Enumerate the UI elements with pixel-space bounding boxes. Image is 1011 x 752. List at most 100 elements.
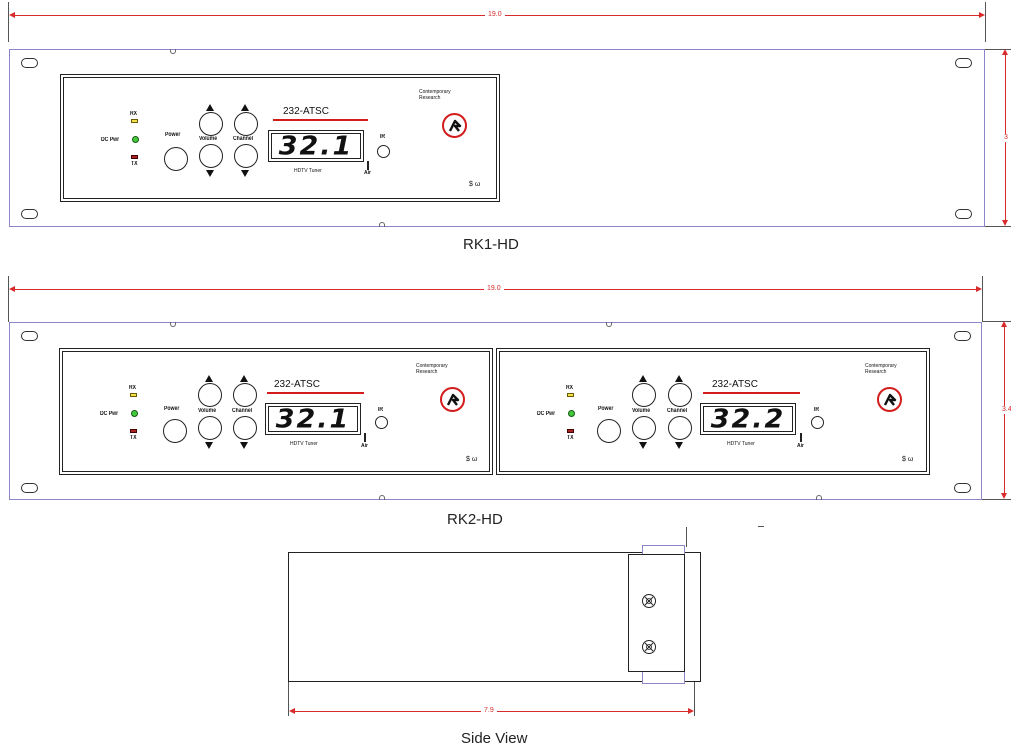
display-value: 32.1 [278, 131, 354, 161]
volume-down-button[interactable] [632, 416, 656, 440]
dim-arrow-icon [1002, 220, 1008, 226]
dim-arrow-icon [9, 286, 15, 292]
volume-down-button[interactable] [198, 416, 222, 440]
air-label: Air [361, 443, 368, 449]
channel-display: 32.1 [268, 130, 364, 162]
dim-ext-bottom-rk1 [985, 226, 1011, 227]
mount-hole [21, 331, 38, 341]
air-label: Air [364, 170, 371, 176]
channel-up-icon [241, 104, 249, 111]
rx-label: RX [129, 385, 137, 391]
module-mark: $ ω [469, 181, 481, 188]
channel-up-icon [675, 375, 683, 382]
volume-up-button[interactable] [198, 383, 222, 407]
air-indicator [800, 433, 802, 442]
dim-arrow-icon [9, 12, 15, 18]
rack-notch [606, 322, 612, 327]
mount-hole [21, 483, 38, 493]
screw-icon [642, 594, 656, 608]
ir-label: IR [814, 407, 820, 413]
dc-pwr-label: DC Pwr [100, 411, 119, 417]
model-label: 232-ATSC [283, 106, 329, 117]
air-label: Air [797, 443, 804, 449]
mount-hole [954, 331, 971, 341]
volume-down-icon [639, 442, 647, 449]
power-label: Power [164, 406, 180, 412]
maker-line-2: Research [865, 369, 887, 375]
power-button[interactable] [163, 419, 187, 443]
channel-up-button[interactable] [668, 383, 692, 407]
model-underline [267, 392, 364, 394]
tuner-label: HDTV Tuner [727, 441, 755, 447]
channel-up-button[interactable] [234, 112, 258, 136]
power-label: Power [598, 406, 614, 412]
side-view-rack-ear [628, 554, 685, 672]
tx-led-icon [131, 155, 138, 159]
dim-ext-left-side [288, 682, 289, 716]
dim-label-height-rk1: 3 [1001, 134, 1011, 142]
dim-ext-right-side [694, 682, 695, 716]
dim-label-height-rk2: 3.4 [999, 406, 1011, 414]
dim-arrow-icon [1001, 493, 1007, 499]
volume-down-icon [205, 442, 213, 449]
volume-down-button[interactable] [199, 144, 223, 168]
channel-display: 32.2 [700, 403, 796, 435]
channel-down-button[interactable] [234, 144, 258, 168]
model-underline [273, 119, 368, 121]
volume-label: Volume [198, 408, 217, 414]
tx-led-icon [567, 429, 574, 433]
rx-label: RX [130, 111, 138, 117]
dim-ext-right-rk2 [982, 276, 983, 322]
maker-name: Contemporary Research [419, 89, 469, 101]
rack-notch [379, 495, 385, 500]
channel-down-button[interactable] [233, 416, 257, 440]
mount-hole [954, 483, 971, 493]
channel-display: 32.1 [265, 403, 361, 435]
dim-label-width-rk2: 19.0 [484, 285, 504, 293]
dim-arrow-icon [976, 286, 982, 292]
dim-arrow-icon [979, 12, 985, 18]
rx-led-icon [131, 119, 138, 123]
channel-up-button[interactable] [233, 383, 257, 407]
volume-up-button[interactable] [632, 383, 656, 407]
model-label: 232-ATSC [274, 379, 320, 390]
cr-logo-icon [877, 387, 902, 412]
maker-name: Contemporary Research [416, 363, 466, 375]
power-button[interactable] [597, 419, 621, 443]
rx-led-icon [567, 393, 574, 397]
volume-up-button[interactable] [199, 112, 223, 136]
mount-hole [21, 209, 38, 219]
tuner-module-rk2-right: RX DC Pwr TX Power Volume Channel 232-AT… [496, 348, 930, 475]
caption-rk1-hd: RK1-HD [463, 236, 519, 253]
channel-up-icon [240, 375, 248, 382]
volume-up-icon [206, 104, 214, 111]
model-underline [703, 392, 800, 394]
maker-line-1: Contemporary [419, 89, 451, 95]
dc-pwr-label: DC Pwr [101, 137, 120, 143]
dim-arrow-icon [1001, 321, 1007, 327]
volume-down-icon [206, 170, 214, 177]
dim-arrow-icon [1002, 49, 1008, 55]
module-mark: $ ω [466, 456, 478, 463]
channel-down-button[interactable] [668, 416, 692, 440]
rack-notch [379, 222, 385, 227]
air-indicator [364, 433, 366, 442]
dim-arrow-icon [688, 708, 694, 714]
rack-notch [170, 322, 176, 327]
volume-up-icon [639, 375, 647, 382]
volume-up-icon [205, 375, 213, 382]
tuner-label: HDTV Tuner [294, 168, 322, 174]
dim-ext-top-rk1 [985, 49, 1011, 50]
caption-side-view: Side View [461, 730, 528, 747]
power-button[interactable] [164, 147, 188, 171]
tuner-label: HDTV Tuner [290, 441, 318, 447]
rx-led-icon [130, 393, 137, 397]
rack-notch [816, 495, 822, 500]
maker-line-1: Contemporary [865, 363, 897, 369]
dim-label-width-rk1: 19.0 [485, 11, 505, 19]
channel-label: Channel [667, 408, 688, 414]
dc-pwr-label: DC Pwr [537, 411, 556, 417]
dim-arrow-icon [289, 708, 295, 714]
volume-label: Volume [199, 136, 218, 142]
maker-line-2: Research [416, 369, 438, 375]
